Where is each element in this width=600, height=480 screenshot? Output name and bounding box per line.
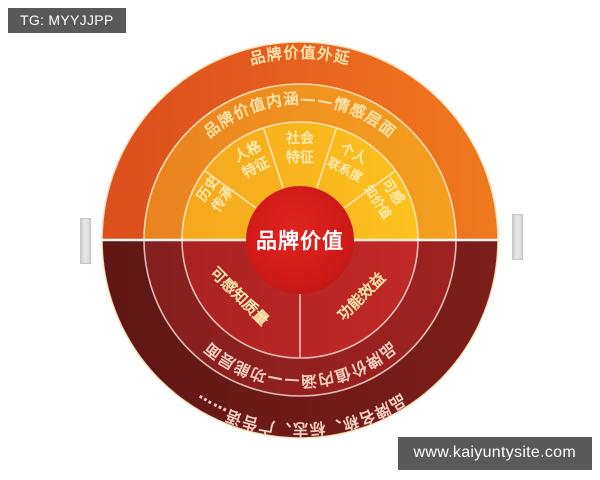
watermark-top-left: TG: MYYJJPP: [8, 8, 126, 33]
right-side-tab: [512, 214, 523, 260]
segment-social-line2: 特征: [286, 149, 314, 166]
left-side-tab: [80, 218, 91, 264]
center-label: 品牌价值: [256, 229, 344, 253]
segment-social[interactable]: 社会 特征: [285, 130, 315, 166]
brand-value-wheel: 品牌价值外延 品牌价值内涵——情感层面 品牌价值内涵——功能层面 品牌名称、标志…: [88, 41, 512, 439]
segment-social-line1: 社会: [285, 130, 315, 147]
watermark-bottom-right: www.kaiyuntysite.com: [397, 437, 592, 470]
